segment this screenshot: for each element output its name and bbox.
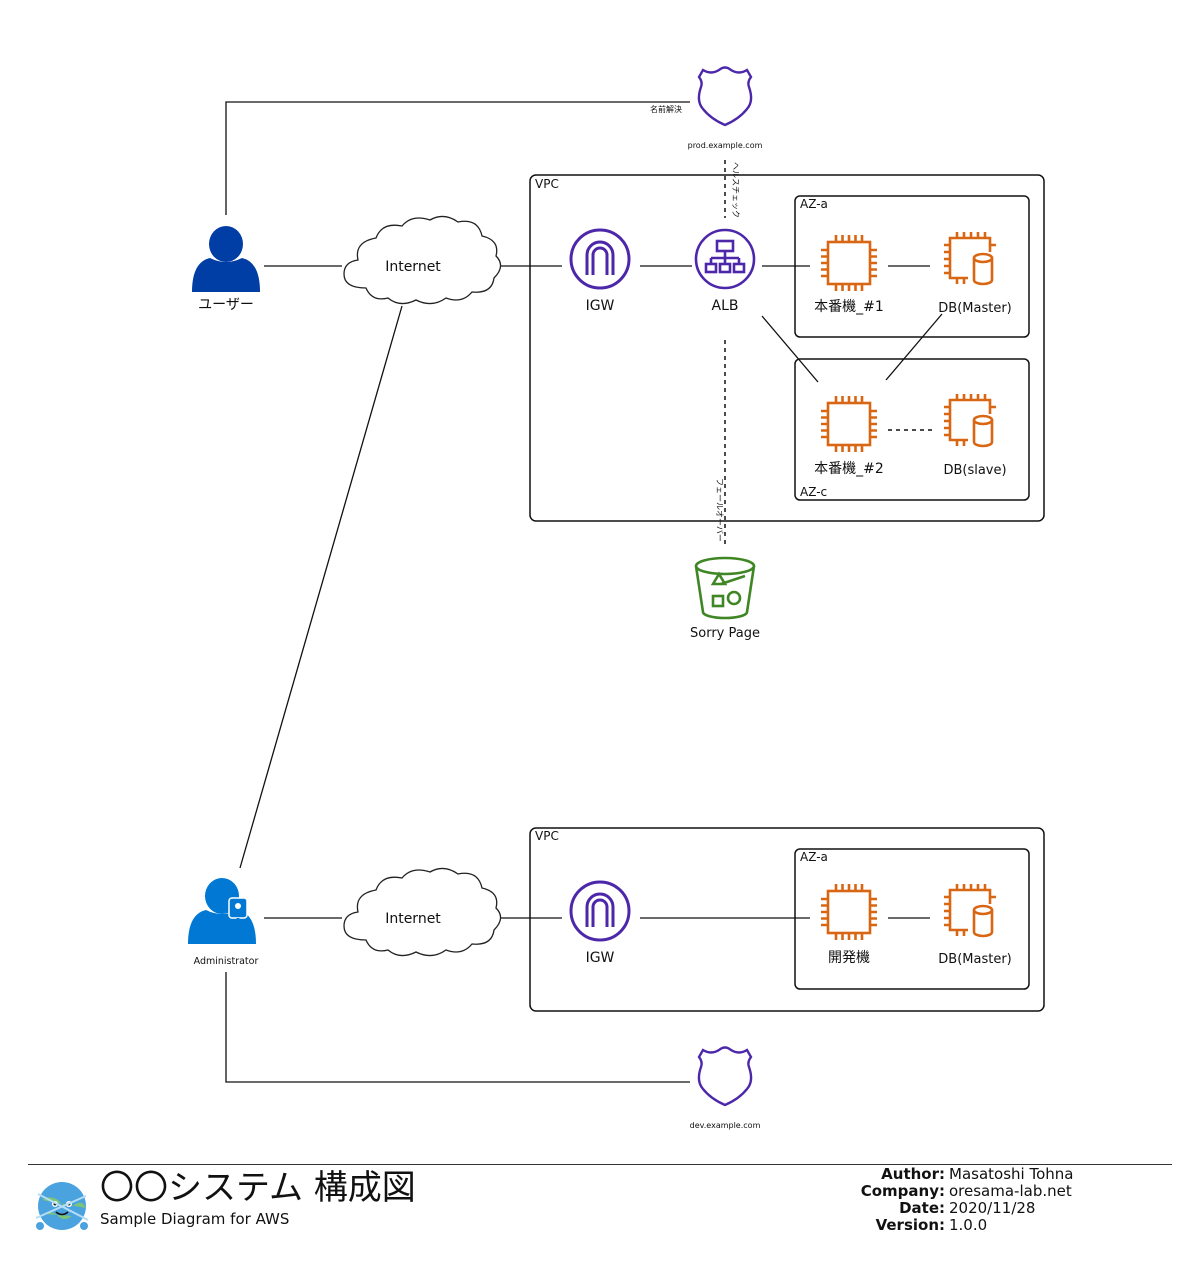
dev-vpc-box <box>529 827 1045 1012</box>
prod-az-c-box <box>794 358 1030 501</box>
dev-dns-label: dev.example.com <box>690 1121 761 1130</box>
database-instance-icon <box>942 882 998 938</box>
dev-az-a-label: AZ-a <box>800 850 828 864</box>
author-value: Masatoshi Tohna <box>949 1165 1074 1183</box>
prod-igw-label: IGW <box>586 298 615 314</box>
footer: 〇〇システム 構成図 Sample Diagram for AWS Author… <box>0 1160 1200 1272</box>
footer-divider <box>28 1164 1172 1165</box>
server2-label: 本番機_#2 <box>814 461 884 477</box>
globe-mascot-icon <box>35 1182 89 1230</box>
server1-label: 本番機_#1 <box>814 299 884 315</box>
company-value: oresama-lab.net <box>949 1182 1072 1200</box>
name-resolution-label: 名前解決 <box>650 104 682 114</box>
db-master-label: DB(Master) <box>938 301 1011 316</box>
admin-to-dns-line <box>225 972 690 1083</box>
failover-label: フェールオーバー <box>715 478 724 542</box>
sorry-page-label: Sorry Page <box>690 626 760 641</box>
route53-shield-icon <box>697 1046 753 1107</box>
user-label: ユーザー <box>198 297 254 313</box>
version-value: 1.0.0 <box>949 1216 988 1234</box>
diagram-metadata: Author:Masatoshi Tohna Company:oresama-l… <box>820 1166 1120 1234</box>
ec2-instance-icon <box>819 233 879 293</box>
database-instance-icon <box>942 230 998 286</box>
prod-vpc-label: VPC <box>535 177 559 191</box>
diagram-title: 〇〇システム 構成図 <box>100 1168 416 1208</box>
prod-dns-label: prod.example.com <box>688 141 763 150</box>
dev-internet-label: Internet <box>385 911 441 927</box>
administrator-key-icon <box>188 878 256 944</box>
date-key: Date: <box>899 1199 945 1217</box>
db-slave-label: DB(slave) <box>943 463 1006 478</box>
internet-gateway-icon <box>569 880 631 942</box>
load-balancer-icon <box>694 228 756 290</box>
prod-vpc-box <box>529 174 1045 522</box>
prod-az-c-label: AZ-c <box>800 485 827 499</box>
version-key: Version: <box>875 1216 945 1234</box>
admin-to-prod-internet-line <box>239 305 403 869</box>
admin-label: Administrator <box>194 956 259 967</box>
dev-server-label: 開発機 <box>828 950 870 966</box>
internet-gateway-icon <box>569 228 631 290</box>
server2-to-db-line <box>885 313 943 381</box>
alb-to-server2-line <box>761 315 819 383</box>
prod-az-a-label: AZ-a <box>800 197 828 211</box>
diagram-subtitle: Sample Diagram for AWS <box>100 1210 290 1228</box>
date-value: 2020/11/28 <box>949 1199 1036 1217</box>
author-key: Author: <box>881 1165 945 1183</box>
prod-az-a-box <box>794 195 1030 338</box>
dev-az-a-box <box>794 848 1030 990</box>
prod-connectors <box>225 101 943 869</box>
alb-label: ALB <box>712 298 739 314</box>
prod-internet-label: Internet <box>385 259 441 275</box>
ec2-instance-icon <box>819 882 879 942</box>
health-check-label: ヘルスチェック <box>731 162 740 218</box>
user-to-dns-line <box>225 101 690 215</box>
dev-igw-label: IGW <box>586 950 615 966</box>
route53-shield-icon <box>697 66 753 127</box>
dev-vpc-label: VPC <box>535 829 559 843</box>
database-instance-icon <box>942 392 998 448</box>
user-icon <box>192 226 260 292</box>
ec2-instance-icon <box>819 394 879 454</box>
s3-bucket-icon <box>694 556 756 620</box>
company-key: Company: <box>860 1182 945 1200</box>
dev-db-master-label: DB(Master) <box>938 952 1011 967</box>
dev-connectors <box>225 917 930 1083</box>
